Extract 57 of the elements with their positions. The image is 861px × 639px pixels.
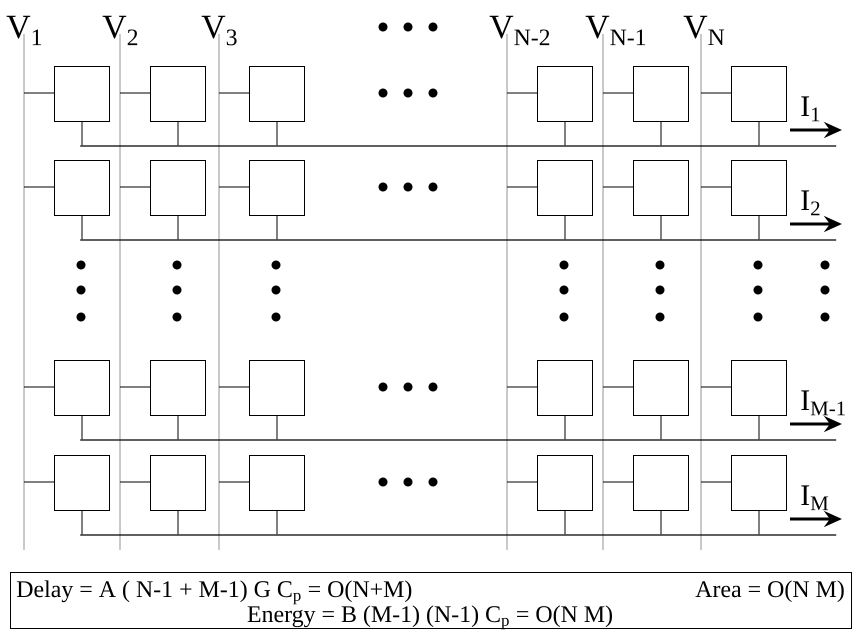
cell-box: [537, 360, 593, 416]
wire: [758, 510, 760, 535]
cell-box: [537, 66, 593, 122]
cell-box: [54, 160, 110, 216]
formula-box: [10, 572, 852, 629]
cell-box: [537, 160, 593, 216]
cell-box: [633, 455, 689, 511]
wire: [564, 416, 566, 440]
cell-box: [249, 66, 305, 122]
wire: [564, 216, 566, 240]
cell-box: [633, 160, 689, 216]
wire: [758, 216, 760, 240]
cell-box: [731, 66, 787, 122]
cell-box: [249, 360, 305, 416]
wire: [660, 216, 662, 240]
cell-box: [633, 66, 689, 122]
wire: [276, 122, 278, 146]
voltage-label: V$_{N}$: [684, 16, 724, 45]
cell-box: [150, 66, 206, 122]
wire: [758, 416, 760, 440]
cell-box: [249, 160, 305, 216]
cell-box: [633, 360, 689, 416]
wire: [660, 510, 662, 535]
voltage-label: V$_{2}$: [102, 16, 138, 46]
current-line: [80, 239, 836, 241]
cell-box: [54, 360, 110, 416]
current-line: [80, 534, 836, 536]
wire: [758, 122, 760, 146]
voltage-label: V$_{1}$: [6, 16, 42, 46]
formula-text: Delay = A ( N-1 + M-1) G C$_{p}$ = O(N+M): [16, 580, 412, 604]
voltage-label: V$_{N-2}$: [490, 16, 550, 46]
cell-box: [731, 455, 787, 511]
cell-box: [54, 455, 110, 511]
wire: [276, 416, 278, 440]
current-label: I$_{1}$: [801, 96, 820, 122]
wire: [660, 122, 662, 146]
current-label: I$_{2}$: [801, 190, 820, 216]
cell-box: [731, 160, 787, 216]
cell-box: [150, 360, 206, 416]
wire: [276, 216, 278, 240]
wire: [564, 122, 566, 146]
voltage-label: V$_{N-1}$: [586, 16, 646, 46]
cell-box: [150, 455, 206, 511]
wire: [564, 510, 566, 535]
cell-box: [54, 66, 110, 122]
cell-box: [249, 455, 305, 511]
current-line: [80, 439, 836, 441]
formula-text: Area = O(N M): [695, 580, 844, 602]
wire: [276, 510, 278, 535]
cell-box: [731, 360, 787, 416]
current-line: [80, 145, 836, 147]
current-label: I$_{M-1}$: [801, 390, 845, 416]
wire: [660, 416, 662, 440]
cell-box: [537, 455, 593, 511]
voltage-label: V$_{3}$: [202, 16, 237, 46]
cell-box: [150, 160, 206, 216]
current-label: I$_{M}$: [801, 485, 828, 510]
